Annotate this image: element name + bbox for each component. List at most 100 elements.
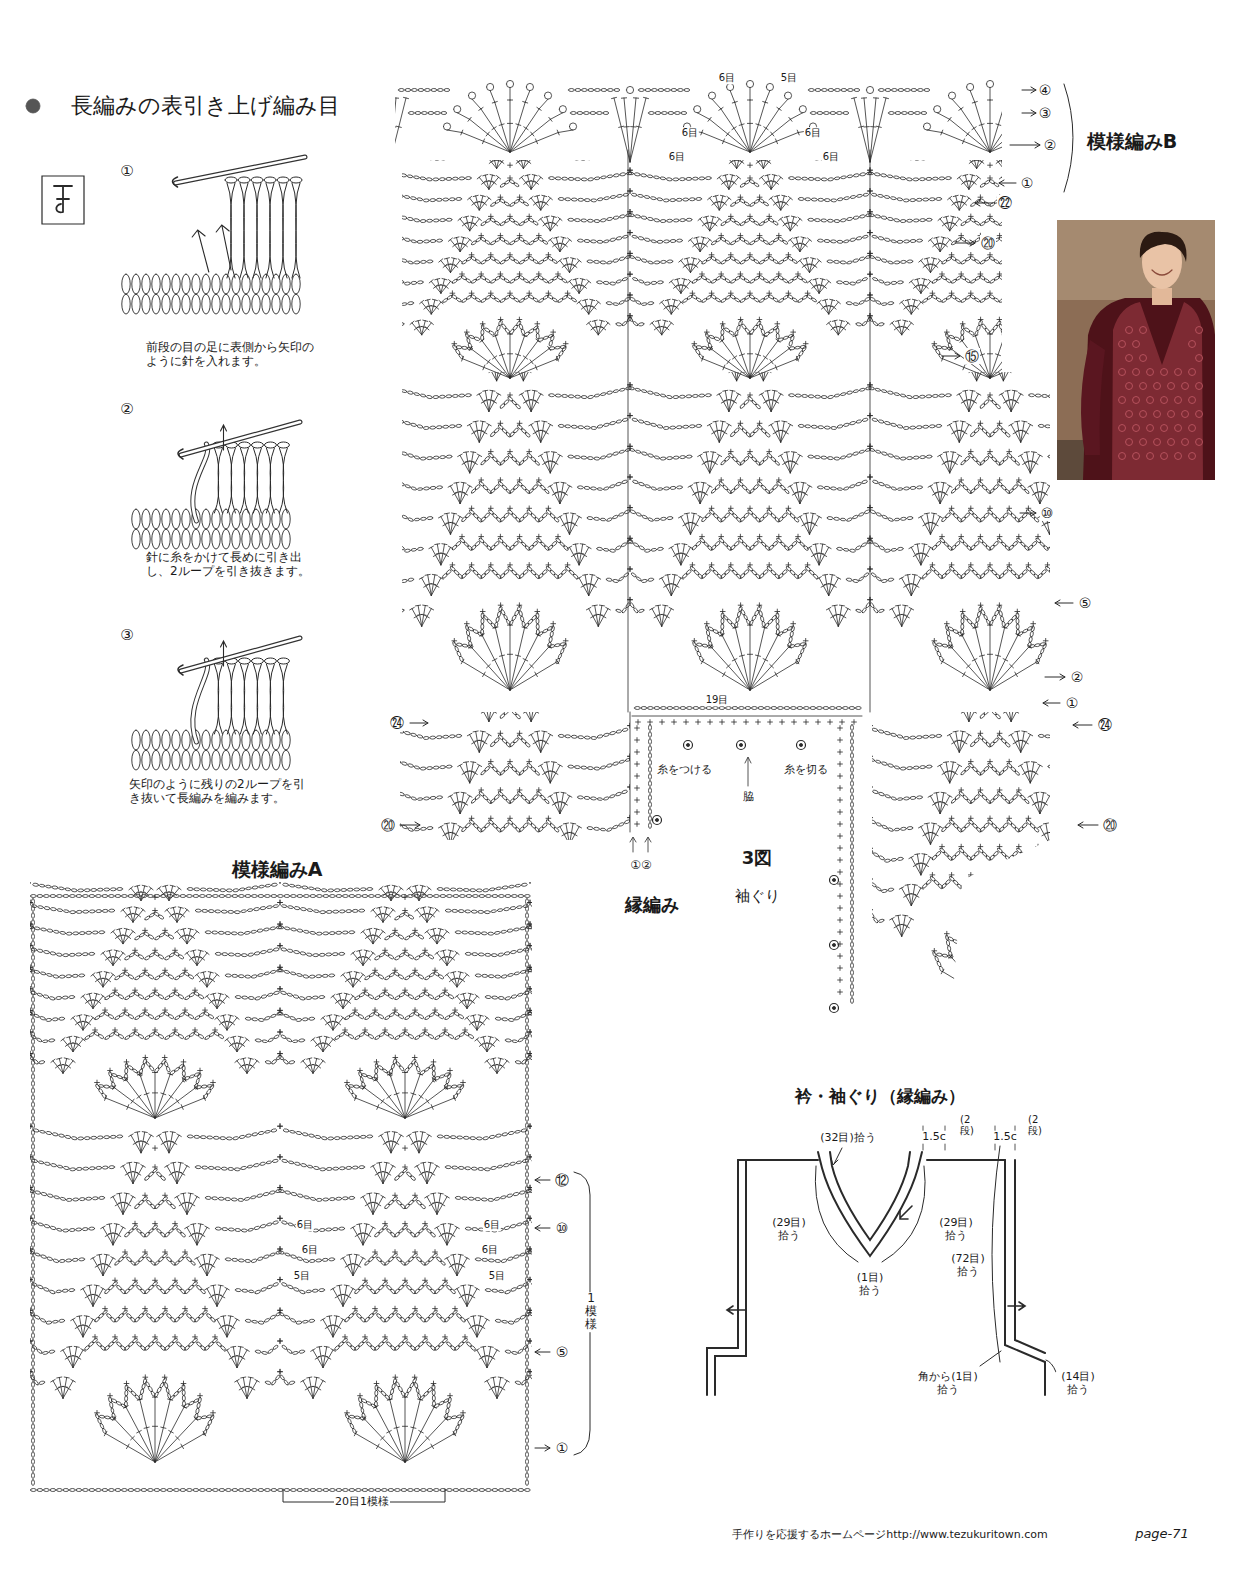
photo-wall	[1057, 220, 1215, 300]
shoulder-line	[738, 1159, 1005, 1161]
step-number: ③	[119, 627, 134, 644]
thread-mark	[653, 741, 839, 1013]
direction-arrow	[727, 1302, 1025, 1314]
row-number: ⑳	[980, 235, 996, 251]
vest-lace	[1119, 327, 1203, 460]
pick-up-count: (29目)拾う	[767, 1217, 811, 1242]
smile	[1152, 270, 1172, 275]
row-number: ⑩	[1040, 505, 1055, 521]
row-arrows	[400, 87, 1098, 1451]
crochet-hook	[181, 422, 300, 455]
stitch-illustration	[132, 638, 300, 770]
direction-arrow	[221, 425, 227, 450]
stitch-symbols	[0, 879, 782, 1492]
arm	[1081, 340, 1105, 455]
yarn-loop	[193, 660, 208, 742]
stitch-symbols	[207, 88, 1257, 163]
stitch-count: 6目	[681, 127, 699, 139]
shirt	[1083, 298, 1215, 480]
armhole-edging	[628, 150, 870, 1013]
figure-number: 3図	[741, 848, 774, 869]
pick-up-count: (14目)拾う	[1056, 1371, 1100, 1396]
footer-note: 手作りを応援するホームページhttp://www.tezukuritown.co…	[731, 1529, 1049, 1542]
stitch-posts	[212, 658, 289, 734]
vest	[1112, 302, 1203, 480]
crochet-hook	[181, 638, 300, 671]
stitch-count: 6目	[483, 1219, 501, 1231]
diagram-title: 衿・袖ぐり（縁編み）	[794, 1087, 966, 1107]
stitch-count: 6目	[822, 151, 840, 163]
row-number: ②	[1070, 669, 1085, 685]
row-number: ④	[1038, 82, 1053, 98]
row-number: ⑤	[1078, 595, 1093, 611]
repeat-label: 1模様	[584, 1292, 598, 1332]
row-number: ①②	[629, 859, 653, 873]
armhole-right	[628, 662, 1257, 1000]
hook-tip	[173, 177, 178, 187]
row-number: ⑳	[380, 817, 396, 833]
pick-up-count: (1目)拾う	[851, 1272, 889, 1297]
row-number: ㉔	[1097, 717, 1113, 733]
thread-mark-dot	[655, 743, 835, 1009]
pattern-title: 模様編みB	[1086, 131, 1178, 153]
row-arrow	[400, 87, 1098, 1451]
pattern-title: 縁編み	[624, 895, 680, 916]
step-note: 前段の目の足に表側から矢印のように針を入れます。	[145, 341, 315, 369]
model-photo	[1057, 220, 1215, 480]
dimension: 1.5c	[921, 1131, 947, 1144]
pick-up-count: 角から(1目)拾う	[915, 1371, 981, 1396]
stitch-count: 5目	[780, 72, 798, 84]
stitch-count: 6目	[301, 1244, 319, 1256]
step-note: 針に糸をかけて長めに引き出し、2ループを引き抜きます。	[145, 551, 315, 579]
brackets	[283, 84, 1073, 1502]
pick-up-count: (32目)拾う	[819, 1132, 877, 1145]
armhole-band	[707, 1160, 746, 1395]
pattern-title: 模様編みA	[231, 859, 324, 881]
leader-line	[831, 1148, 842, 1165]
stitch-count: 6目	[804, 127, 822, 139]
stitch-symbols	[628, 662, 1257, 1000]
crochet-hook	[181, 422, 300, 455]
stitch-count: 6目	[481, 1244, 499, 1256]
row-number: ⑩	[555, 1220, 570, 1236]
stitch-symbols	[148, 662, 873, 1000]
row-number: ①	[1065, 695, 1080, 711]
step-number: ②	[119, 401, 134, 418]
stitch-count: 6目	[718, 72, 736, 84]
crochet-hook	[181, 638, 300, 671]
pattern-a-chart	[0, 879, 782, 1492]
leader-line	[980, 1351, 1056, 1372]
armhole-left	[148, 662, 873, 1000]
note: 糸をつける	[656, 764, 713, 777]
row-number: ③	[1038, 105, 1053, 121]
row-number: ⑫	[554, 1172, 570, 1188]
dimension: (2段)	[1027, 1114, 1039, 1136]
pick-up-count: (72目)拾う	[946, 1253, 990, 1278]
yarn-loop	[193, 444, 208, 521]
hook-tip	[178, 449, 183, 459]
stitch-count: 6目	[668, 151, 686, 163]
collar-diagram	[707, 1126, 1056, 1395]
row-number: ①	[1020, 175, 1035, 191]
step-number: ①	[119, 163, 134, 180]
pick-up-count: (29目)拾う	[934, 1217, 978, 1242]
stitch-count: 19目	[705, 694, 730, 706]
row-number: ②	[1043, 137, 1058, 153]
armhole-band	[1005, 1160, 1045, 1395]
stitch-loops	[122, 274, 300, 314]
direction-arrow	[221, 641, 227, 666]
symbol-box	[42, 176, 84, 224]
repeat-label: 20目1模様	[334, 1496, 390, 1509]
pattern-b-edging	[203, 80, 1257, 162]
bullet	[26, 99, 40, 113]
photo-ground	[1057, 220, 1215, 480]
yarn-loop	[193, 444, 208, 521]
page-number: page-71	[1134, 1527, 1190, 1542]
hook-tip	[178, 665, 183, 675]
stitch-count: 5目	[488, 1270, 506, 1282]
direction-arrow	[192, 225, 231, 272]
neck	[1152, 288, 1172, 305]
stitch-loops	[132, 509, 290, 549]
